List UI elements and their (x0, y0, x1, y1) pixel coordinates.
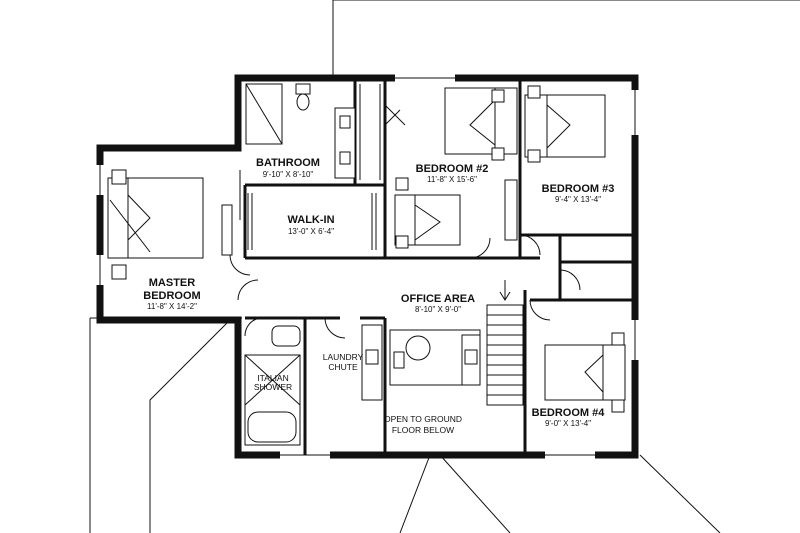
windows (96, 74, 639, 459)
bedroom4-furniture (544, 332, 626, 413)
bathroom-fixtures (245, 83, 356, 179)
bedroom3-name: BEDROOM #3 (542, 183, 615, 195)
bedroom3-dims: 9'-4" X 13'-4" (555, 195, 601, 204)
bedroom3-furniture (524, 85, 606, 163)
bathroom-name: BATHROOM (256, 157, 320, 169)
stairs (486, 280, 524, 406)
bedroom4-dims: 9'-0" X 13'-4" (545, 419, 591, 428)
open-below-line2: FLOOR BELOW (392, 425, 454, 435)
walkin-name: WALK-IN (287, 214, 334, 226)
closet-shelves (247, 84, 381, 250)
lower-bath-fixtures (244, 324, 383, 446)
office-dims: 8'-10" X 9'-0" (415, 305, 461, 314)
bedroom4-name: BEDROOM #4 (532, 407, 606, 419)
office-furniture (389, 329, 481, 386)
shower-label-line1: ITALIAN (257, 373, 289, 383)
bedroom2-dims: 11'-8" X 15'-6" (427, 175, 477, 184)
laundry-label-line2: CHUTE (328, 362, 358, 372)
interior-walls (243, 78, 635, 455)
office-name: OFFICE AREA (401, 293, 475, 305)
shower-label-line2: SHOWER (254, 382, 292, 392)
master-name-line2: BEDROOM (143, 290, 200, 302)
door-swings (229, 104, 581, 339)
bedroom2-furniture (394, 87, 518, 249)
bedroom2-name: BEDROOM #2 (416, 163, 489, 175)
master-dims: 11'-8" X 14'-2" (147, 302, 197, 311)
master-name-line1: MASTER (149, 277, 196, 289)
open-below-line1: OPEN TO GROUND (384, 414, 462, 424)
master-furniture (107, 169, 241, 280)
walkin-dims: 13'-0" X 6'-4" (288, 227, 334, 236)
bathroom-dims: 9'-10" X 8'-10" (263, 170, 314, 179)
laundry-label-line1: LAUNDRY (323, 352, 364, 362)
